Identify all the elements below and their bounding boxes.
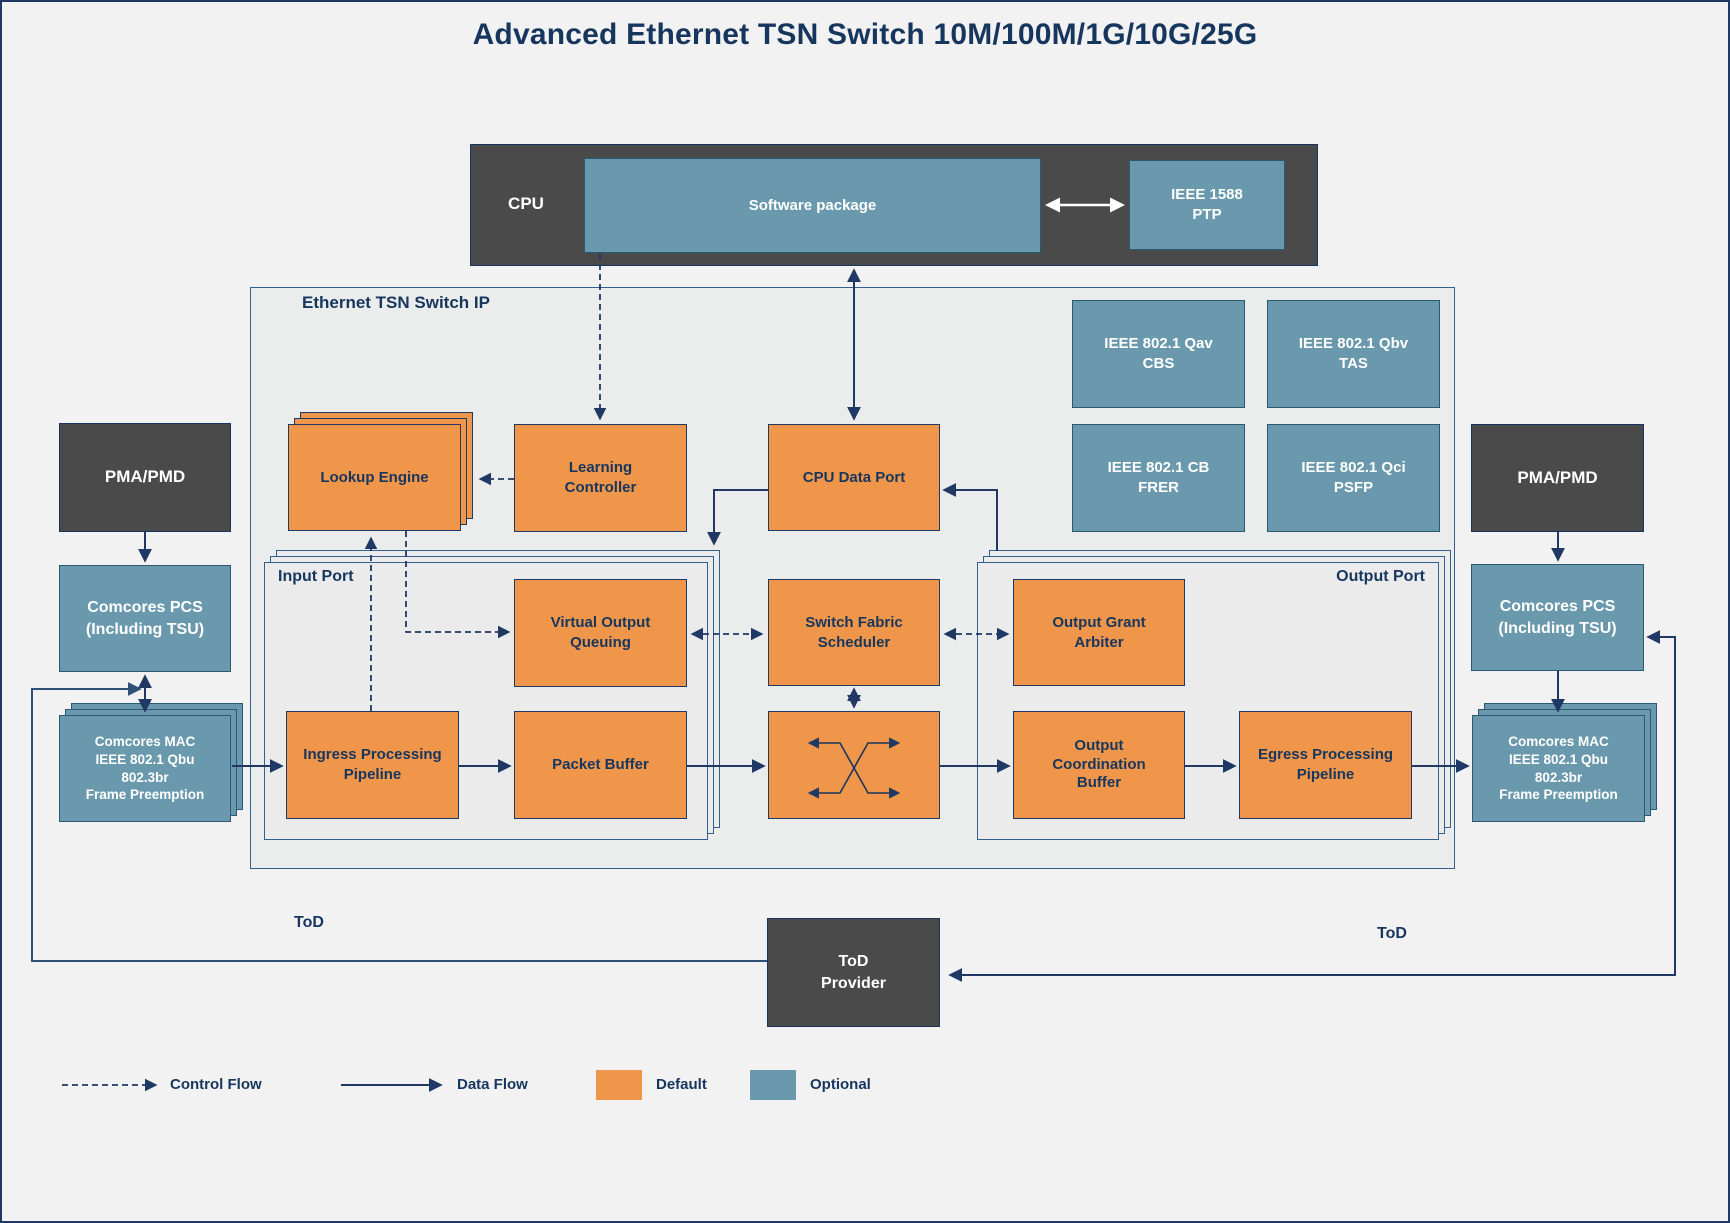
comcores-mac-left-block: Comcores MAC IEEE 802.1 Qbu 802.3br Fram… [59, 715, 231, 822]
legend-control-flow-label: Control Flow [170, 1076, 262, 1093]
tsn-switch-ip-label: Ethernet TSN Switch IP [302, 293, 490, 312]
software-package-block: Software package [584, 158, 1041, 253]
packet-buffer-block: Packet Buffer [514, 711, 687, 819]
legend-data-flow-label: Data Flow [457, 1076, 528, 1093]
tod-right-label: ToD [1377, 925, 1407, 942]
virtual-output-queuing-block: Virtual Output Queuing [514, 579, 687, 687]
standard-qav-cbs-block: IEEE 802.1 Qav CBS [1072, 300, 1245, 408]
lookup-engine-block: Lookup Engine [288, 424, 461, 531]
output-port-label: Output Port [1336, 568, 1425, 585]
comcores-pcs-left-block: Comcores PCS (Including TSU) [59, 565, 231, 672]
cpu-data-port-block: CPU Data Port [768, 424, 940, 531]
switch-fabric-scheduler-block: Switch Fabric Scheduler [768, 579, 940, 686]
pma-pmd-left-block: PMA/PMD [59, 423, 231, 532]
input-port-label: Input Port [278, 568, 354, 585]
comcores-pcs-right-block: Comcores PCS (Including TSU) [1471, 564, 1644, 671]
learning-controller-block: Learning Controller [514, 424, 687, 532]
egress-processing-pipeline-block: Egress Processing Pipeline [1239, 711, 1412, 819]
legend-optional-swatch [750, 1070, 796, 1100]
tod-left-label: ToD [294, 914, 324, 931]
standard-qci-psfp-block: IEEE 802.1 Qci PSFP [1267, 424, 1440, 532]
tod-provider-block: ToD Provider [767, 918, 940, 1027]
standard-qbv-tas-block: IEEE 802.1 Qbv TAS [1267, 300, 1440, 408]
ingress-processing-pipeline-block: Ingress Processing Pipeline [286, 711, 459, 819]
pma-pmd-right-block: PMA/PMD [1471, 424, 1644, 532]
output-grant-arbiter-block: Output Grant Arbiter [1013, 579, 1185, 686]
legend-default-swatch [596, 1070, 642, 1100]
output-coordination-buffer-block: Output Coordination Buffer [1013, 711, 1185, 819]
cpu-label: CPU [508, 194, 544, 213]
ieee1588-ptp-block: IEEE 1588 PTP [1129, 160, 1285, 250]
standard-cb-frer-block: IEEE 802.1 CB FRER [1072, 424, 1245, 532]
legend-default-label: Default [656, 1076, 707, 1093]
comcores-mac-right-block: Comcores MAC IEEE 802.1 Qbu 802.3br Fram… [1472, 715, 1645, 822]
page-title: Advanced Ethernet TSN Switch 10M/100M/1G… [472, 18, 1258, 51]
crossbar-block [768, 711, 940, 819]
legend-optional-label: Optional [810, 1076, 871, 1093]
